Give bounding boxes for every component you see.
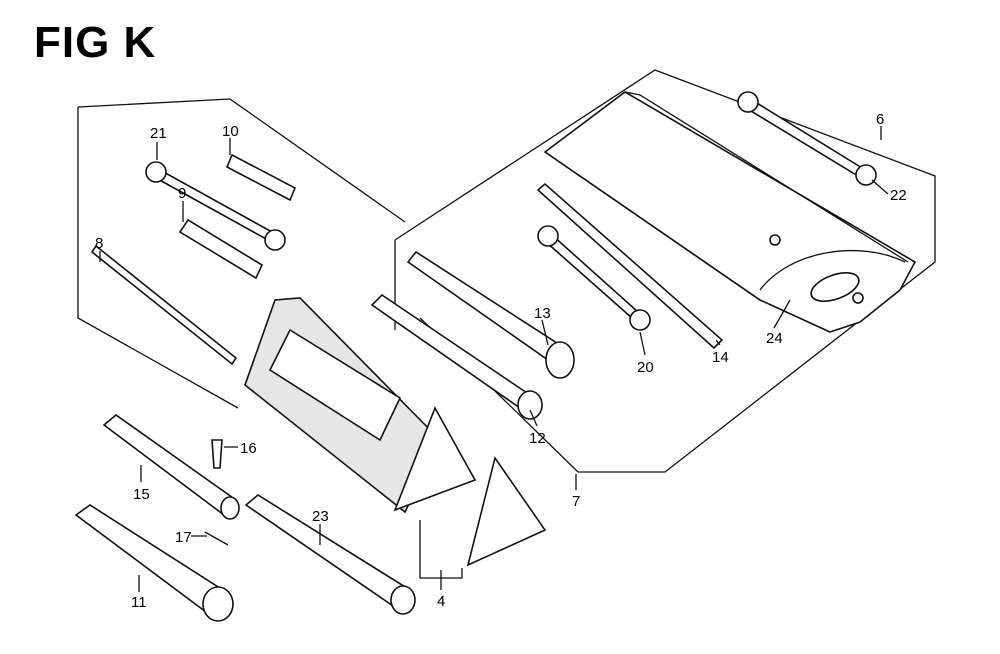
callout-7: 7 — [572, 493, 580, 510]
tube-wrench-11 — [74, 504, 234, 622]
callout-21: 21 — [150, 125, 167, 142]
callout-8: 8 — [95, 235, 103, 252]
left-group-outline — [77, 98, 406, 409]
clip-17 — [204, 531, 229, 546]
tube-wrench-23 — [244, 494, 416, 615]
callout-4: 4 — [437, 593, 445, 610]
screwdriver-8 — [90, 244, 238, 366]
callout-9: 9 — [178, 185, 186, 202]
callout-13: 13 — [534, 305, 551, 322]
wrench-21 — [145, 161, 286, 251]
callout-15: 15 — [133, 486, 150, 503]
callout-14: 14 — [712, 349, 729, 366]
callout-17: 17 — [175, 529, 192, 546]
bar-14 — [536, 182, 724, 350]
callout-10: 10 — [222, 123, 239, 140]
figure-title: FIG K — [34, 18, 157, 67]
callout-11: 11 — [131, 594, 147, 611]
callout-12: 12 — [529, 430, 546, 447]
screwdriver-handle-9 — [178, 218, 264, 280]
stand-4 — [244, 297, 547, 567]
screwdriver-blade-10 — [225, 153, 297, 202]
socket-wrench-12 — [370, 293, 543, 420]
socket-wrench-13 — [406, 250, 575, 379]
callout-22: 22 — [890, 187, 907, 204]
callout-6: 6 — [876, 111, 884, 128]
wrench-22 — [737, 91, 877, 186]
callout-24: 24 — [766, 330, 783, 347]
leader-lines — [99, 126, 889, 592]
callout-23: 23 — [312, 508, 329, 525]
callout-16: 16 — [240, 440, 257, 457]
wrench-20 — [537, 225, 651, 331]
pin-16 — [211, 439, 223, 469]
tube-wrench-15 — [102, 413, 240, 520]
stand-group-bracket — [419, 520, 463, 579]
tool-roll-bag — [543, 91, 917, 333]
callout-20: 20 — [637, 359, 654, 376]
